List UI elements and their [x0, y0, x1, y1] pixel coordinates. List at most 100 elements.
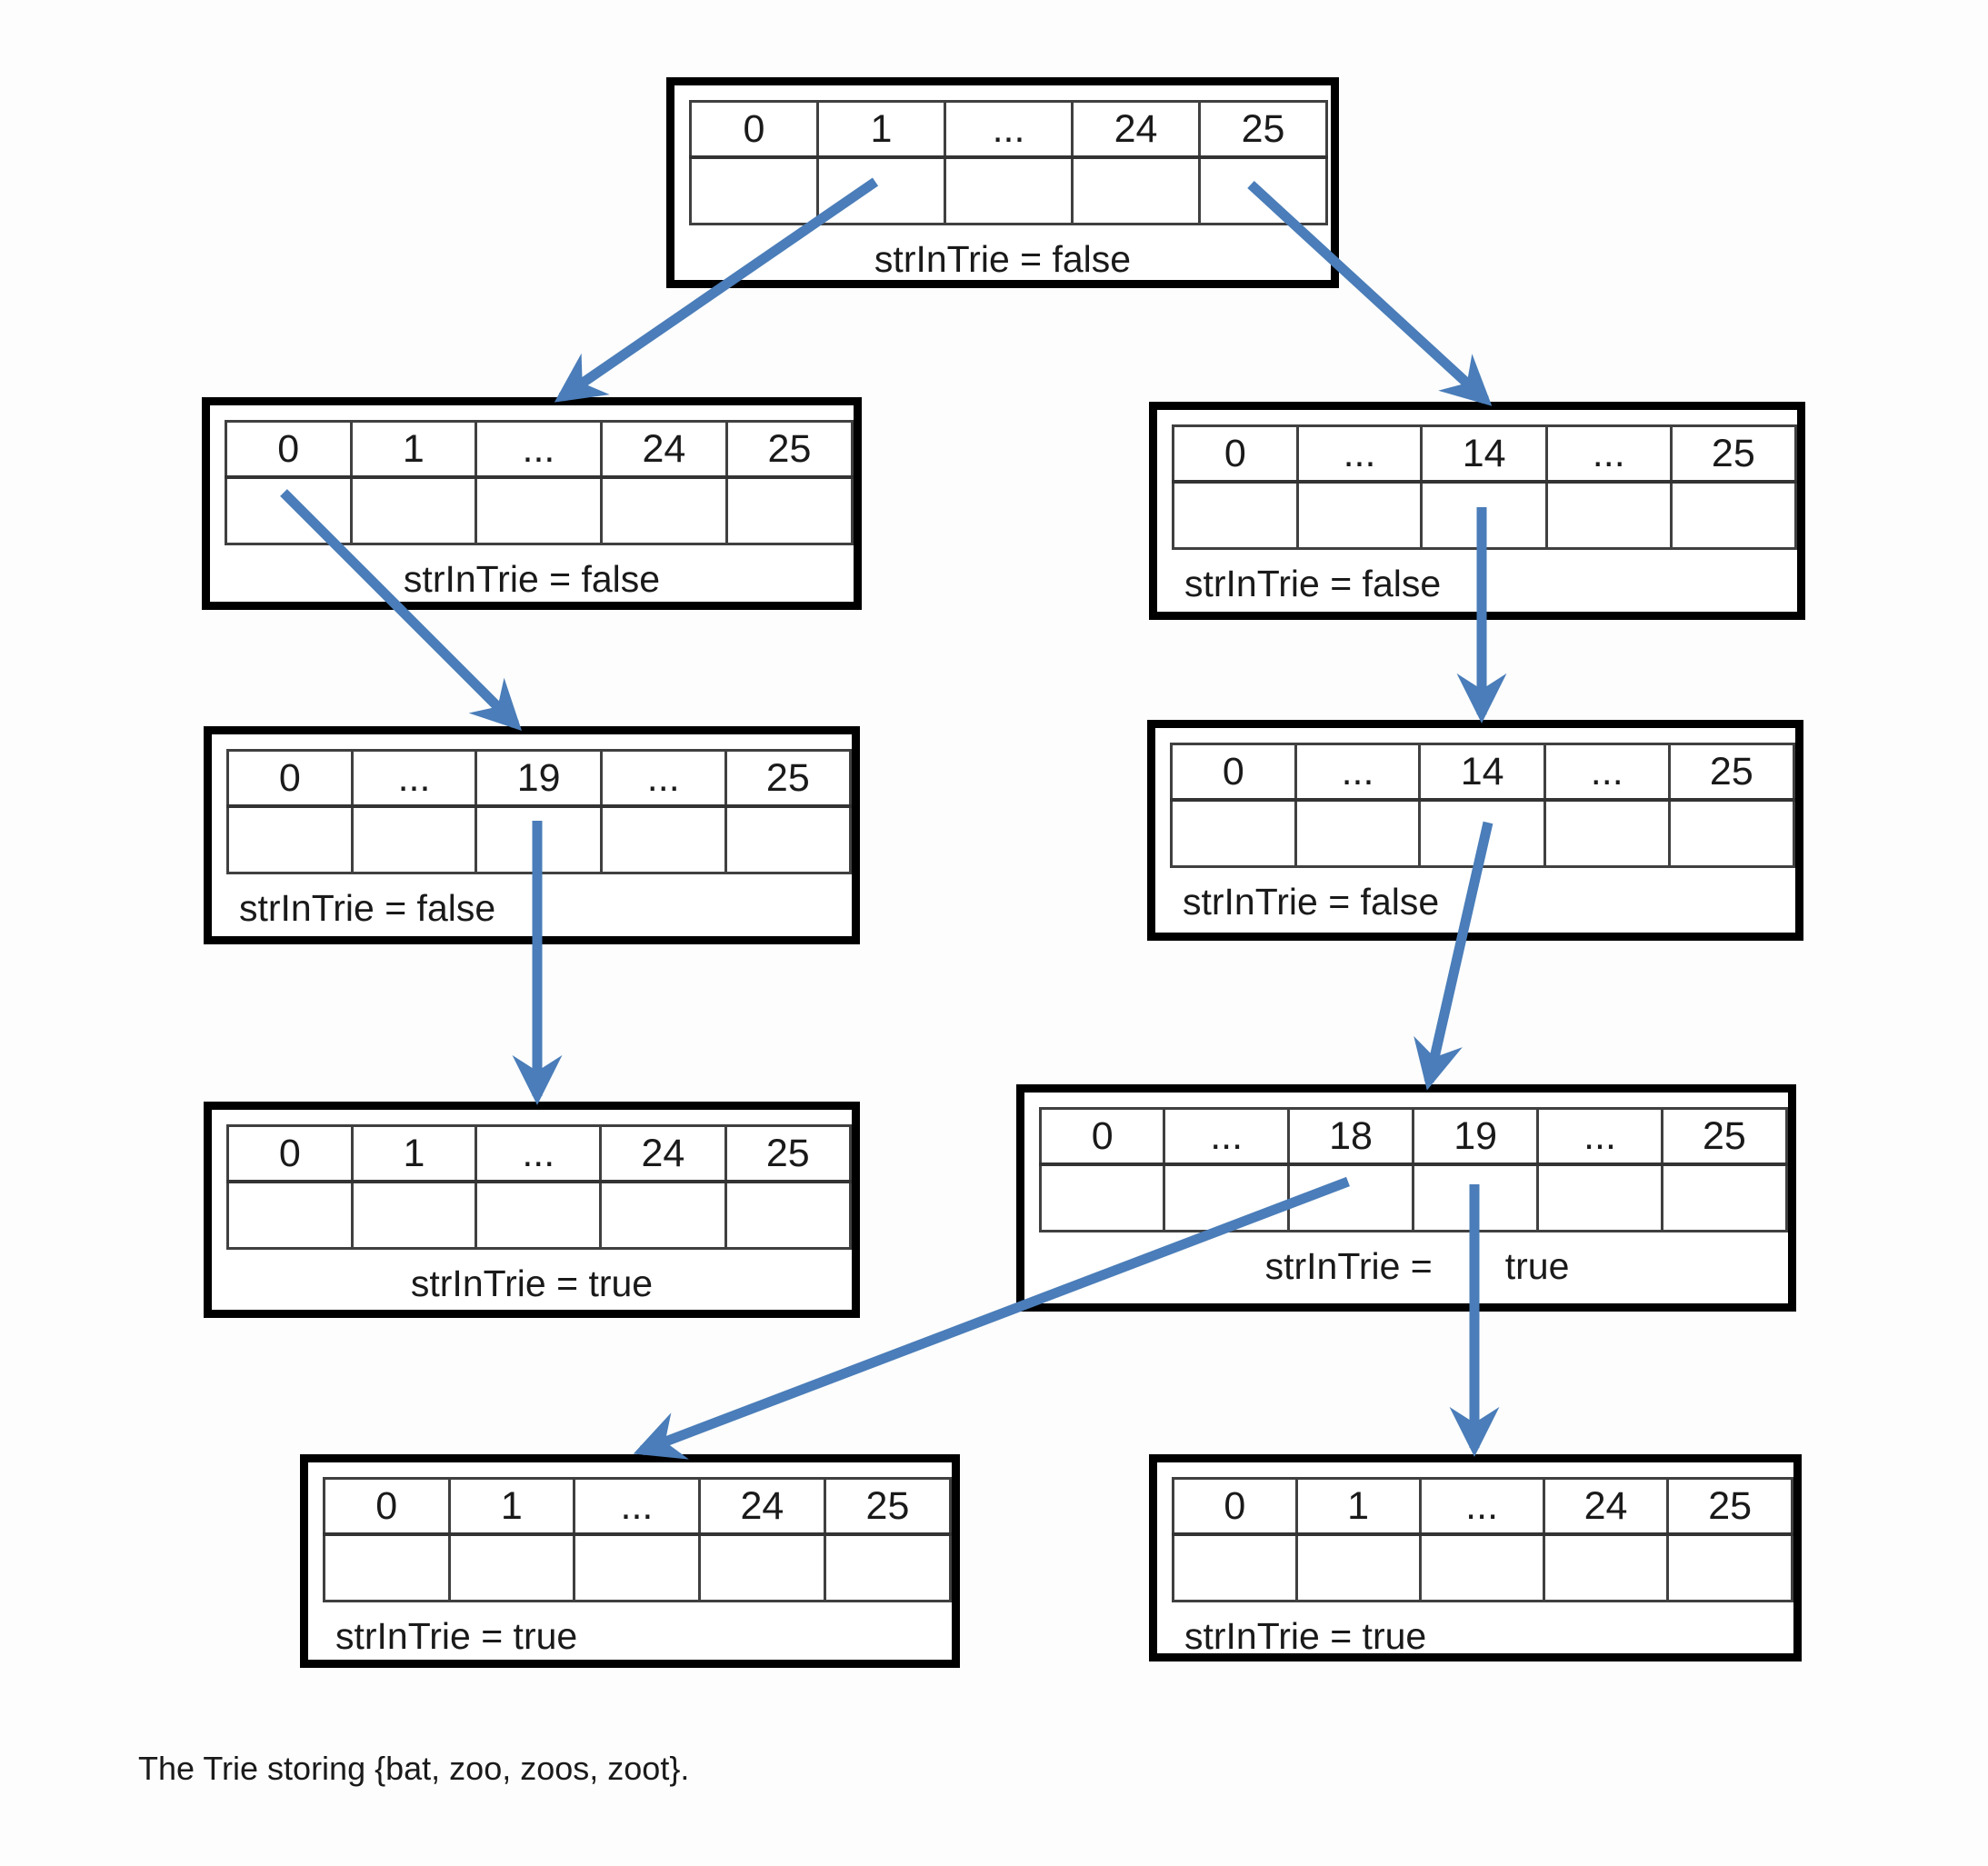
cell-index: 25: [1660, 1107, 1789, 1166]
index-row: 0 ... 19 ... 25: [226, 749, 853, 808]
cell-index: 25: [1198, 100, 1328, 159]
cell-slot: [1170, 798, 1297, 868]
cell-slot: [475, 804, 603, 874]
strintrie-label: strInTrie = false: [874, 238, 1132, 280]
strintrie-label: strInTrie = false: [1184, 563, 1442, 604]
cell-slot: [475, 475, 603, 545]
strintrie-label-prefix: strInTrie =: [1264, 1245, 1433, 1287]
strintrie-label-value: true: [1504, 1245, 1570, 1287]
strintrie-label: strInTrie = false: [239, 887, 496, 929]
cell-index: 0: [1172, 424, 1299, 484]
cell-index: 24: [697, 1477, 826, 1536]
cell-slot: [1536, 1163, 1663, 1232]
cell-slot: [1294, 1532, 1422, 1602]
cell-index: 0: [225, 420, 353, 479]
cell-slot: [1660, 1163, 1789, 1232]
cell-index: ...: [573, 1477, 701, 1536]
pointer-row: [225, 475, 854, 545]
strintrie-label: strInTrie = false: [1183, 881, 1440, 923]
index-row: 0 ... 14 ... 25: [1170, 743, 1796, 802]
bucket-table-zoot: 0 1 ... 24 25: [1172, 1477, 1793, 1602]
strintrie-label: strInTrie = true: [1035, 1245, 1799, 1288]
strintrie-label: strInTrie = true: [410, 1262, 654, 1304]
cell-slot: [599, 804, 727, 874]
index-row: 0 1 ... 24 25: [1172, 1477, 1793, 1536]
cell-slot: [823, 1532, 953, 1602]
strintrie-label: strInTrie = true: [1184, 1615, 1427, 1657]
index-row: 0 1 ... 24 25: [323, 1477, 953, 1536]
pointer-row: [1172, 480, 1798, 550]
cell-index: ...: [599, 749, 727, 808]
cell-index: ...: [475, 420, 603, 479]
cell-index: ...: [1418, 1477, 1545, 1536]
cell-index: 25: [1666, 1477, 1793, 1536]
cell-index: 25: [724, 420, 854, 479]
cell-slot: [1542, 1532, 1670, 1602]
bucket-table-ba: 0 ... 19 ... 25: [226, 749, 853, 874]
cell-index: 25: [724, 1124, 853, 1183]
cell-index: 14: [1420, 424, 1548, 484]
cell-slot: [1544, 480, 1673, 550]
cell-slot: [724, 475, 854, 545]
cell-index: 25: [724, 749, 853, 808]
cell-index: 19: [475, 749, 603, 808]
cell-index: ...: [1295, 424, 1424, 484]
cell-slot: [226, 1180, 354, 1250]
cell-slot: [1294, 798, 1422, 868]
cell-index: 24: [599, 420, 728, 479]
trie-node-root: 0 1 ... 24 25 strInTrie = false: [666, 77, 1339, 288]
cell-slot: [1172, 480, 1299, 550]
trie-node-zoot: 0 1 ... 24 25 strInTrie = true: [1149, 1454, 1802, 1661]
cell-slot: [1198, 155, 1328, 225]
cell-slot: [724, 804, 853, 874]
bucket-table-z: 0 ... 14 ... 25: [1172, 424, 1798, 550]
bucket-table-bat: 0 1 ... 24 25: [226, 1124, 853, 1250]
cell-slot: [724, 1180, 853, 1250]
trie-node-zoo: 0 ... 18 19 ... 25 strInTrie = true: [1016, 1084, 1796, 1312]
bucket-table-zoo: 0 ... 18 19 ... 25: [1038, 1107, 1789, 1232]
cell-index: 14: [1418, 743, 1546, 802]
pointer-row: [1170, 798, 1796, 868]
cell-index: ...: [1294, 743, 1422, 802]
cell-slot: [447, 1532, 576, 1602]
trie-node-bat: 0 1 ... 24 25 strInTrie = true: [204, 1102, 860, 1318]
cell-index: 1: [349, 420, 478, 479]
cell-index: 1: [350, 1124, 478, 1183]
cell-index: 0: [323, 1477, 451, 1536]
cell-slot: [689, 155, 819, 225]
cell-slot: [599, 475, 728, 545]
cell-index: 0: [1038, 1107, 1166, 1166]
bucket-table-zo: 0 ... 14 ... 25: [1170, 743, 1796, 868]
trie-node-ba: 0 ... 19 ... 25 strInTrie = false: [204, 726, 860, 944]
strintrie-label: strInTrie = true: [335, 1615, 578, 1657]
cell-index: 25: [1669, 424, 1798, 484]
cell-slot: [1286, 1163, 1415, 1232]
cell-index: 1: [816, 100, 946, 159]
cell-slot: [1418, 1532, 1545, 1602]
cell-slot: [1412, 1163, 1540, 1232]
pointer-row: [226, 1180, 853, 1250]
cell-index: 24: [1071, 100, 1201, 159]
cell-index: 1: [447, 1477, 576, 1536]
cell-slot: [816, 155, 946, 225]
cell-index: 0: [226, 1124, 354, 1183]
cell-slot: [944, 155, 1074, 225]
trie-node-b: 0 1 ... 24 25 strInTrie = false: [202, 397, 862, 610]
cell-slot: [697, 1532, 826, 1602]
cell-slot: [599, 1180, 727, 1250]
cell-slot: [573, 1532, 701, 1602]
figure-caption: The Trie storing {bat, zoo, zoos, zoot}.: [138, 1750, 690, 1787]
cell-index: 19: [1412, 1107, 1540, 1166]
cell-index: 0: [226, 749, 354, 808]
pointer-row: [323, 1532, 953, 1602]
strintrie-label: strInTrie = false: [403, 558, 661, 600]
cell-index: ...: [1543, 743, 1671, 802]
cell-slot: [225, 475, 353, 545]
cell-index: ...: [944, 100, 1074, 159]
pointer-row: [689, 155, 1328, 225]
bucket-table-root: 0 1 ... 24 25: [689, 100, 1328, 225]
index-row: 0 1 ... 24 25: [225, 420, 854, 479]
index-row: 0 ... 14 ... 25: [1172, 424, 1798, 484]
index-row: 0 1 ... 24 25: [689, 100, 1328, 159]
